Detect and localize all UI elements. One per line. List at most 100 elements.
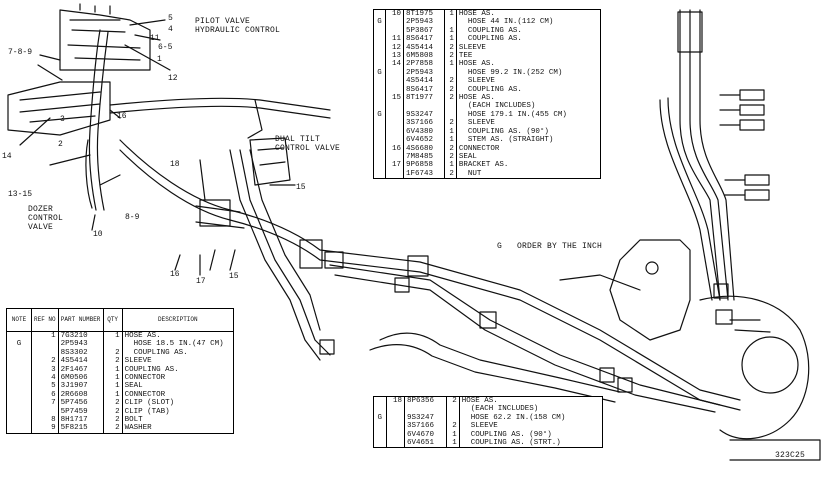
qty-cell: 2 — [444, 85, 457, 95]
part-number-cell: 8S3302 — [58, 348, 104, 358]
callout-6-5: 6-5 — [158, 43, 173, 52]
description-cell: SLEEVE — [461, 422, 498, 431]
ref-no-cell — [386, 430, 406, 440]
note-cell: G — [6, 340, 32, 349]
dual-tilt-valve-body — [249, 137, 291, 186]
description-cell: HOSE AS. — [458, 94, 495, 103]
callout-1: 1 — [157, 55, 162, 64]
note-cell: G — [373, 413, 387, 423]
note-cell — [373, 152, 387, 162]
ref-no-cell — [385, 18, 404, 27]
part-number-cell: 3S7166 — [404, 422, 448, 431]
note-cell — [373, 422, 387, 431]
callout-7-8-9: 7-8-9 — [8, 48, 33, 57]
callout-8-9: 8-9 — [125, 213, 140, 222]
description-cell: HOSE 99.2 IN.(252 CM) — [458, 68, 563, 77]
qty-cell: 2 — [103, 348, 123, 358]
ref-no-cell — [385, 152, 404, 162]
description-cell: SLEEVE — [124, 357, 152, 366]
description-cell: COUPLING AS. — [458, 85, 522, 94]
part-number-cell: 6M5808 — [403, 52, 445, 61]
qty-cell: 2 — [103, 424, 123, 434]
description-cell: COUPLING AS. (STRT.) — [461, 439, 561, 448]
callout-2: 2 — [58, 140, 63, 149]
qty-cell — [444, 18, 457, 27]
ref-no-cell — [386, 405, 406, 414]
description-cell: HOSE AS. — [461, 397, 498, 405]
callout-10: 10 — [93, 230, 103, 239]
ref-no-cell — [385, 68, 404, 78]
header-ref-no: REF NO — [31, 308, 59, 332]
ref-no-cell — [386, 439, 406, 448]
callout-14: 14 — [2, 152, 12, 161]
qty-cell — [446, 405, 460, 414]
part-number-cell: 6V4670 — [404, 430, 448, 440]
description-cell: HOSE AS. — [458, 60, 495, 69]
order-by-inch-note: G ORDER BY THE INCH — [497, 242, 603, 251]
header-description: DESCRIPTION — [122, 308, 234, 332]
ref-no-cell: 9 — [31, 424, 59, 434]
note-cell — [373, 430, 387, 440]
description-cell: SEAL — [458, 152, 477, 161]
ref-no-cell: 11 — [385, 35, 404, 44]
ref-no-cell — [31, 340, 59, 349]
part-number-cell: 2P7858 — [403, 60, 445, 69]
note-cell: G — [373, 18, 387, 27]
part-number-cell: 6V4380 — [403, 127, 445, 137]
qty-cell — [446, 413, 460, 423]
part-number-cell: 1F6743 — [403, 169, 445, 179]
figure-number: 323C25 — [775, 451, 806, 460]
note-cell — [373, 127, 387, 137]
part-number-cell — [403, 102, 445, 111]
pilot-crossover-hose — [109, 97, 331, 111]
qty-cell: 2 — [444, 119, 457, 128]
description-cell: COUPLING AS. (90°) — [458, 127, 549, 136]
description-cell: HOSE AS. — [458, 10, 495, 18]
ref-no-cell: 5 — [31, 382, 59, 391]
qty-cell: 2 — [444, 77, 457, 86]
part-number-cell — [404, 405, 448, 414]
note-cell — [373, 52, 387, 61]
qty-cell: 2 — [444, 144, 457, 153]
part-number-cell: 9S3247 — [404, 413, 448, 423]
qty-cell: 1 — [444, 9, 457, 19]
ref-no-cell: 18 — [386, 396, 406, 406]
qty-cell — [444, 68, 457, 78]
description-cell: HOSE 179.1 IN.(455 CM) — [458, 110, 567, 119]
dozer-valve-label: DOZER CONTROL VALVE — [28, 205, 64, 232]
part-number-cell: 3S7166 — [403, 119, 445, 128]
ref-no-cell: 7 — [31, 399, 59, 408]
dual-tilt-valve-label: DUAL TILT CONTROL VALVE — [275, 135, 341, 153]
ref-no-cell: 3 — [31, 365, 59, 375]
ref-no-cell: 1 — [31, 331, 59, 341]
callout-16b: 16 — [170, 270, 180, 279]
qty-cell: 2 — [446, 396, 460, 406]
part-number-cell: 2F1467 — [58, 365, 104, 375]
right-vertical-hoses — [679, 9, 721, 301]
main-hose-c — [329, 264, 721, 406]
note-cell — [6, 331, 32, 341]
note-cell: G — [373, 68, 387, 78]
qty-cell: 2 — [446, 422, 460, 431]
pilot-hose — [88, 29, 101, 211]
note-cell — [373, 9, 387, 19]
callout-13-15: 13-15 — [8, 190, 33, 199]
note-cell — [6, 365, 32, 375]
note-cell — [373, 396, 387, 406]
description-cell: HOSE 44 IN.(112 CM) — [458, 18, 554, 27]
note-cell — [6, 382, 32, 391]
qty-cell: 1 — [103, 390, 123, 400]
part-number-cell: 5P7459 — [58, 407, 104, 417]
note-cell — [6, 424, 32, 434]
